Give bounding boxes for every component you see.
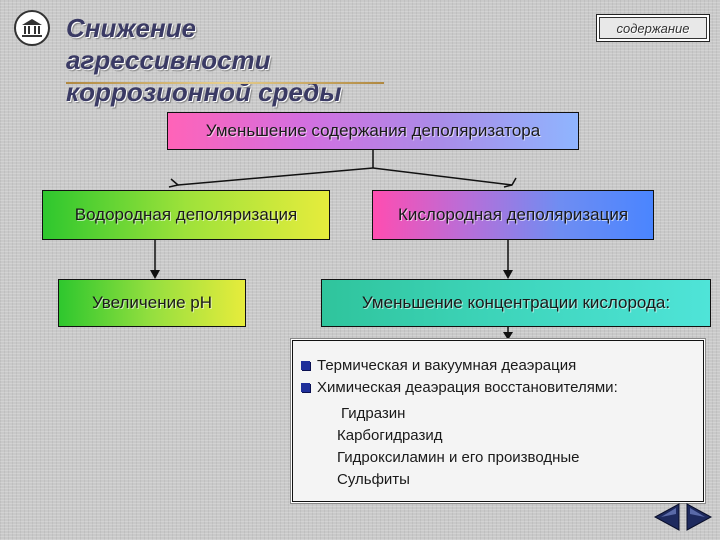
title-underline — [66, 82, 384, 84]
square-bullet-icon — [301, 383, 310, 392]
thermal-deaeration-text: Термическая и вакуумная деаэрация — [317, 357, 577, 374]
oxygen-concentration-label: Уменьшение концентрации кислорода: — [361, 293, 671, 312]
deaeration-methods-box: Термическая и вакуумная деаэрация Химиче… — [292, 340, 704, 502]
oxygen-concentration-box: Уменьшение концентрации кислорода: — [321, 279, 711, 327]
hydrogen-depolarization-box: Водородная деполяризация — [42, 190, 330, 240]
oxygen-depolarization-label: Кислородная деполяризация — [397, 205, 629, 224]
reducer-item: Сульфиты — [337, 471, 410, 488]
ph-increase-label: Увеличение pH — [91, 293, 213, 312]
previous-slide-button[interactable] — [652, 502, 682, 532]
next-slide-button[interactable] — [684, 502, 714, 532]
ph-increase-box: Увеличение pH — [58, 279, 246, 327]
contents-button[interactable]: содержание — [596, 14, 710, 42]
triangle-right-icon — [686, 503, 713, 531]
reducer-item: Карбогидразид — [337, 427, 443, 444]
triangle-left-icon — [653, 503, 680, 531]
page-title-line-1: Снижение агрессивности — [66, 13, 271, 75]
oxygen-depolarization-box: Кислородная деполяризация — [372, 190, 654, 240]
contents-button-label: содержание — [616, 20, 690, 36]
list-item: Химическая деаэрация восстановителями: — [301, 379, 618, 396]
square-bullet-icon — [301, 361, 310, 370]
depolarizer-reduction-box: Уменьшение содержания деполяризатора — [167, 112, 579, 150]
depolarizer-reduction-label: Уменьшение содержания деполяризатора — [205, 121, 541, 140]
hydrogen-depolarization-label: Водородная деполяризация — [74, 205, 298, 224]
list-item: Термическая и вакуумная деаэрация — [301, 357, 576, 374]
university-emblem-icon — [14, 10, 50, 46]
reducer-item: Гидразин — [341, 405, 406, 422]
reducer-item: Гидроксиламин и его производные — [337, 449, 580, 466]
chemical-deaeration-text: Химическая деаэрация восстановителями: — [317, 379, 618, 396]
